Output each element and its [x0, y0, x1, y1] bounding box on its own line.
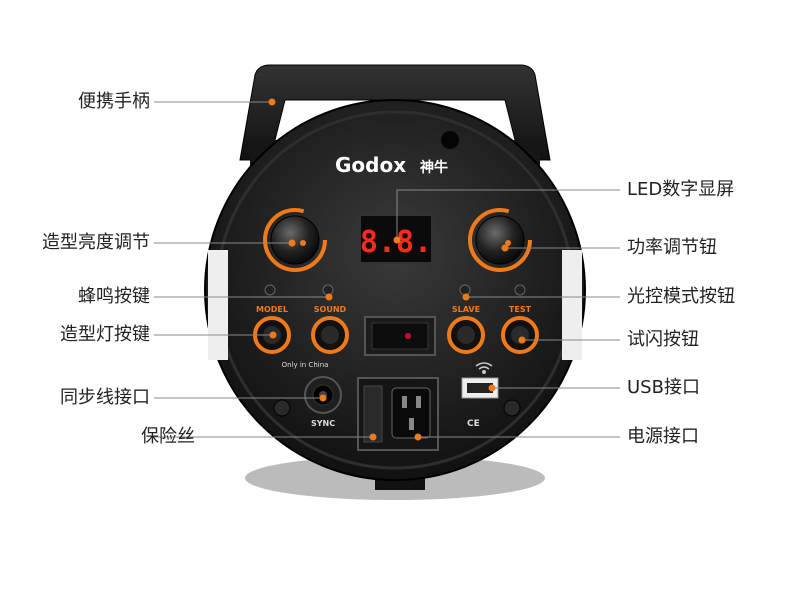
- label-slave: SLAVE: [452, 305, 480, 314]
- power-indicator-dot: [405, 333, 411, 339]
- callout-test-button: 试闪按钮: [627, 329, 699, 350]
- slave-button[interactable]: [447, 316, 485, 354]
- callout-led-display: LED数字显屏: [627, 179, 735, 200]
- ce-mark: CE: [467, 419, 480, 429]
- callout-handle: 便携手柄: [78, 91, 150, 112]
- side-panel-right: [562, 250, 582, 360]
- indicator-led-test: [514, 284, 526, 296]
- sound-button[interactable]: [311, 316, 349, 354]
- callout-sound-button: 蜂鸣按键: [78, 286, 150, 307]
- power-adjust-knob[interactable]: [468, 208, 532, 272]
- brand-logo-cn: 神牛: [420, 159, 448, 176]
- power-switch[interactable]: [364, 316, 436, 356]
- foot-left: [273, 399, 291, 417]
- brand-logo: Godox: [335, 153, 406, 177]
- indicator-led-model: [264, 284, 276, 296]
- callout-usb-port: USB接口: [627, 377, 700, 398]
- callout-lines-left: [154, 101, 373, 438]
- power-socket[interactable]: [391, 387, 431, 439]
- callout-lines-right: [396, 189, 620, 438]
- callout-model-button: 造型灯按键: [60, 324, 150, 345]
- wireless-icon: [475, 362, 493, 374]
- test-button[interactable]: [501, 316, 539, 354]
- top-vent-hole: [441, 131, 459, 149]
- label-model: MODEL: [256, 305, 288, 314]
- foot-right: [503, 399, 521, 417]
- callout-fuse: 保险丝: [141, 426, 195, 447]
- side-panel-left: [208, 250, 228, 360]
- callout-sync-port: 同步线接口: [60, 387, 150, 408]
- callout-slave-button: 光控模式按钮: [627, 286, 735, 307]
- callout-modeling-brightness: 造型亮度调节: [42, 232, 150, 253]
- knob-indicator-dot: [300, 240, 306, 246]
- callout-dots-right: [393, 236, 526, 441]
- only-in-china-label: Only in China: [282, 361, 329, 369]
- callout-dots-left: [268, 98, 377, 441]
- sync-label: SYNC: [311, 419, 335, 428]
- callout-power-socket: 电源接口: [627, 426, 699, 447]
- label-test: TEST: [509, 305, 532, 314]
- indicator-led-slave: [459, 284, 471, 296]
- indicator-led-sound: [322, 284, 334, 296]
- label-sound: SOUND: [314, 305, 347, 314]
- modeling-brightness-knob[interactable]: [263, 208, 327, 272]
- power-socket-assembly: [357, 377, 439, 451]
- knob-indicator-dot: [505, 240, 511, 246]
- fuse-holder[interactable]: [363, 385, 383, 443]
- callout-power-knob: 功率调节钮: [627, 237, 717, 258]
